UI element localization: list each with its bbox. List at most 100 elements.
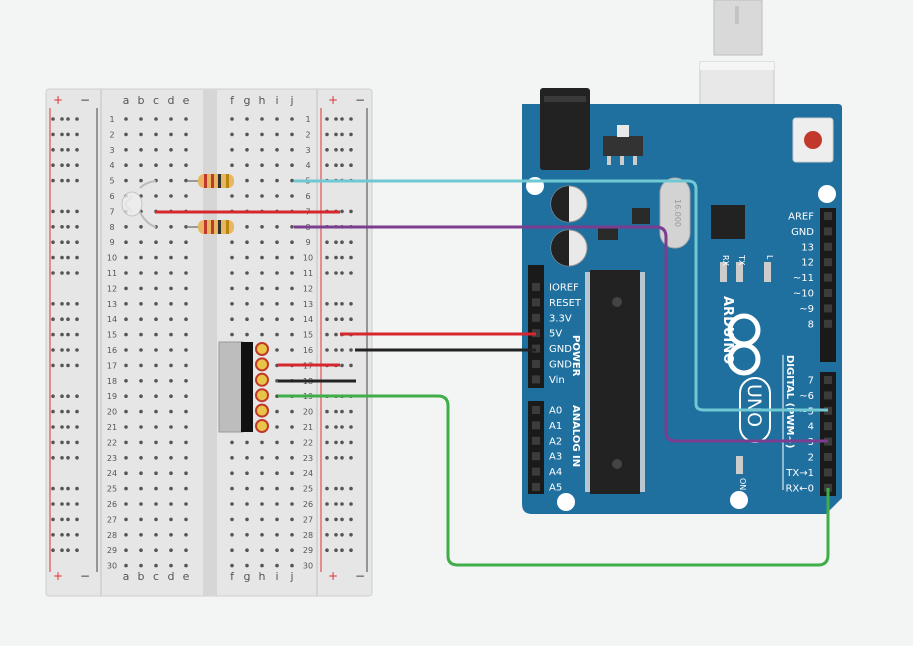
rail-hole[interactable]	[349, 425, 353, 429]
rail-hole[interactable]	[60, 409, 64, 414]
breadboard-hole[interactable]	[230, 302, 234, 306]
sensor-pin[interactable]	[255, 388, 269, 403]
rail-hole[interactable]	[60, 456, 64, 460]
rail-hole[interactable]	[60, 302, 64, 306]
rail-hole[interactable]	[340, 317, 344, 322]
rail-hole[interactable]	[340, 409, 344, 414]
rail-hole[interactable]	[60, 394, 64, 399]
breadboard-hole[interactable]	[290, 548, 294, 552]
digital-pin[interactable]	[824, 453, 832, 461]
rail-hole[interactable]	[51, 533, 55, 537]
rail-hole[interactable]	[66, 533, 70, 537]
rail-hole[interactable]	[75, 302, 79, 306]
rail-hole[interactable]	[334, 348, 338, 352]
rail-hole[interactable]	[325, 302, 329, 306]
breadboard-hole[interactable]	[184, 178, 188, 183]
breadboard-hole[interactable]	[260, 302, 264, 306]
breadboard-hole[interactable]	[139, 332, 143, 337]
power-pin[interactable]	[532, 298, 540, 307]
rail-hole[interactable]	[334, 425, 338, 429]
breadboard-hole[interactable]	[139, 132, 143, 137]
rail-hole[interactable]	[60, 517, 64, 522]
rail-hole[interactable]	[334, 255, 338, 260]
wire-cyan-d5[interactable]	[294, 179, 828, 412]
rail-hole[interactable]	[51, 394, 55, 399]
rail-hole[interactable]	[75, 117, 79, 121]
breadboard-hole[interactable]	[139, 348, 143, 352]
breadboard-hole[interactable]	[230, 456, 234, 460]
breadboard-hole[interactable]	[290, 271, 294, 275]
rail-hole[interactable]	[51, 486, 55, 491]
breadboard-hole[interactable]	[290, 178, 294, 183]
rail-hole[interactable]	[75, 440, 79, 445]
breadboard-hole[interactable]	[154, 379, 158, 383]
analog-pin[interactable]	[532, 467, 540, 476]
breadboard-hole[interactable]	[275, 148, 279, 152]
rail-hole[interactable]	[66, 271, 70, 275]
breadboard-hole[interactable]	[154, 255, 158, 260]
breadboard-hole[interactable]	[139, 117, 143, 121]
breadboard-hole[interactable]	[154, 563, 158, 568]
rail-hole[interactable]	[51, 117, 55, 121]
rail-hole[interactable]	[325, 517, 329, 522]
rail-hole[interactable]	[334, 117, 338, 121]
rail-hole[interactable]	[66, 317, 70, 322]
breadboard-hole[interactable]	[275, 563, 279, 568]
breadboard-hole[interactable]	[154, 409, 158, 414]
breadboard-hole[interactable]	[124, 240, 128, 244]
rail-hole[interactable]	[60, 132, 64, 137]
breadboard-hole[interactable]	[184, 271, 188, 275]
breadboard-hole[interactable]	[124, 471, 128, 476]
breadboard-hole[interactable]	[139, 548, 143, 552]
breadboard-hole[interactable]	[139, 486, 143, 491]
analog-pin[interactable]	[532, 421, 540, 430]
digital-pin[interactable]	[824, 319, 832, 328]
rail-hole[interactable]	[60, 225, 64, 229]
rail-hole[interactable]	[66, 225, 70, 229]
breadboard-hole[interactable]	[230, 317, 234, 322]
breadboard-hole[interactable]	[290, 240, 294, 244]
rail-hole[interactable]	[66, 425, 70, 429]
rail-hole[interactable]	[349, 456, 353, 460]
rail-hole[interactable]	[51, 548, 55, 552]
breadboard-hole[interactable]	[245, 302, 249, 306]
rail-hole[interactable]	[334, 240, 338, 244]
breadboard-hole[interactable]	[275, 348, 279, 352]
rail-hole[interactable]	[349, 440, 353, 445]
rail-hole[interactable]	[60, 271, 64, 275]
rail-hole[interactable]	[334, 533, 338, 537]
rail-hole[interactable]	[334, 440, 338, 445]
rail-hole[interactable]	[325, 486, 329, 491]
rail-hole[interactable]	[340, 502, 344, 506]
breadboard-hole[interactable]	[184, 240, 188, 244]
breadboard-hole[interactable]	[245, 517, 249, 522]
breadboard-hole[interactable]	[260, 240, 264, 244]
rail-hole[interactable]	[340, 117, 344, 121]
breadboard-hole[interactable]	[169, 148, 173, 152]
breadboard-hole[interactable]	[124, 255, 128, 260]
breadboard-hole[interactable]	[260, 132, 264, 137]
breadboard-hole[interactable]	[275, 117, 279, 121]
breadboard-hole[interactable]	[184, 425, 188, 429]
rail-hole[interactable]	[325, 271, 329, 275]
breadboard-hole[interactable]	[154, 194, 158, 198]
breadboard-hole[interactable]	[124, 286, 128, 291]
breadboard-hole[interactable]	[245, 440, 249, 445]
breadboard-hole[interactable]	[290, 502, 294, 506]
breadboard-hole[interactable]	[290, 302, 294, 306]
breadboard-hole[interactable]	[139, 440, 143, 445]
rail-hole[interactable]	[75, 502, 79, 506]
breadboard-hole[interactable]	[139, 148, 143, 152]
breadboard-hole[interactable]	[124, 317, 128, 322]
rail-hole[interactable]	[75, 517, 79, 522]
rail-hole[interactable]	[325, 163, 329, 167]
breadboard-hole[interactable]	[245, 533, 249, 537]
rail-hole[interactable]	[75, 363, 79, 368]
rail-hole[interactable]	[349, 548, 353, 552]
rail-hole[interactable]	[66, 240, 70, 244]
breadboard-hole[interactable]	[154, 240, 158, 244]
digital-pin[interactable]	[824, 376, 832, 384]
breadboard-hole[interactable]	[184, 440, 188, 445]
breadboard-hole[interactable]	[139, 425, 143, 429]
